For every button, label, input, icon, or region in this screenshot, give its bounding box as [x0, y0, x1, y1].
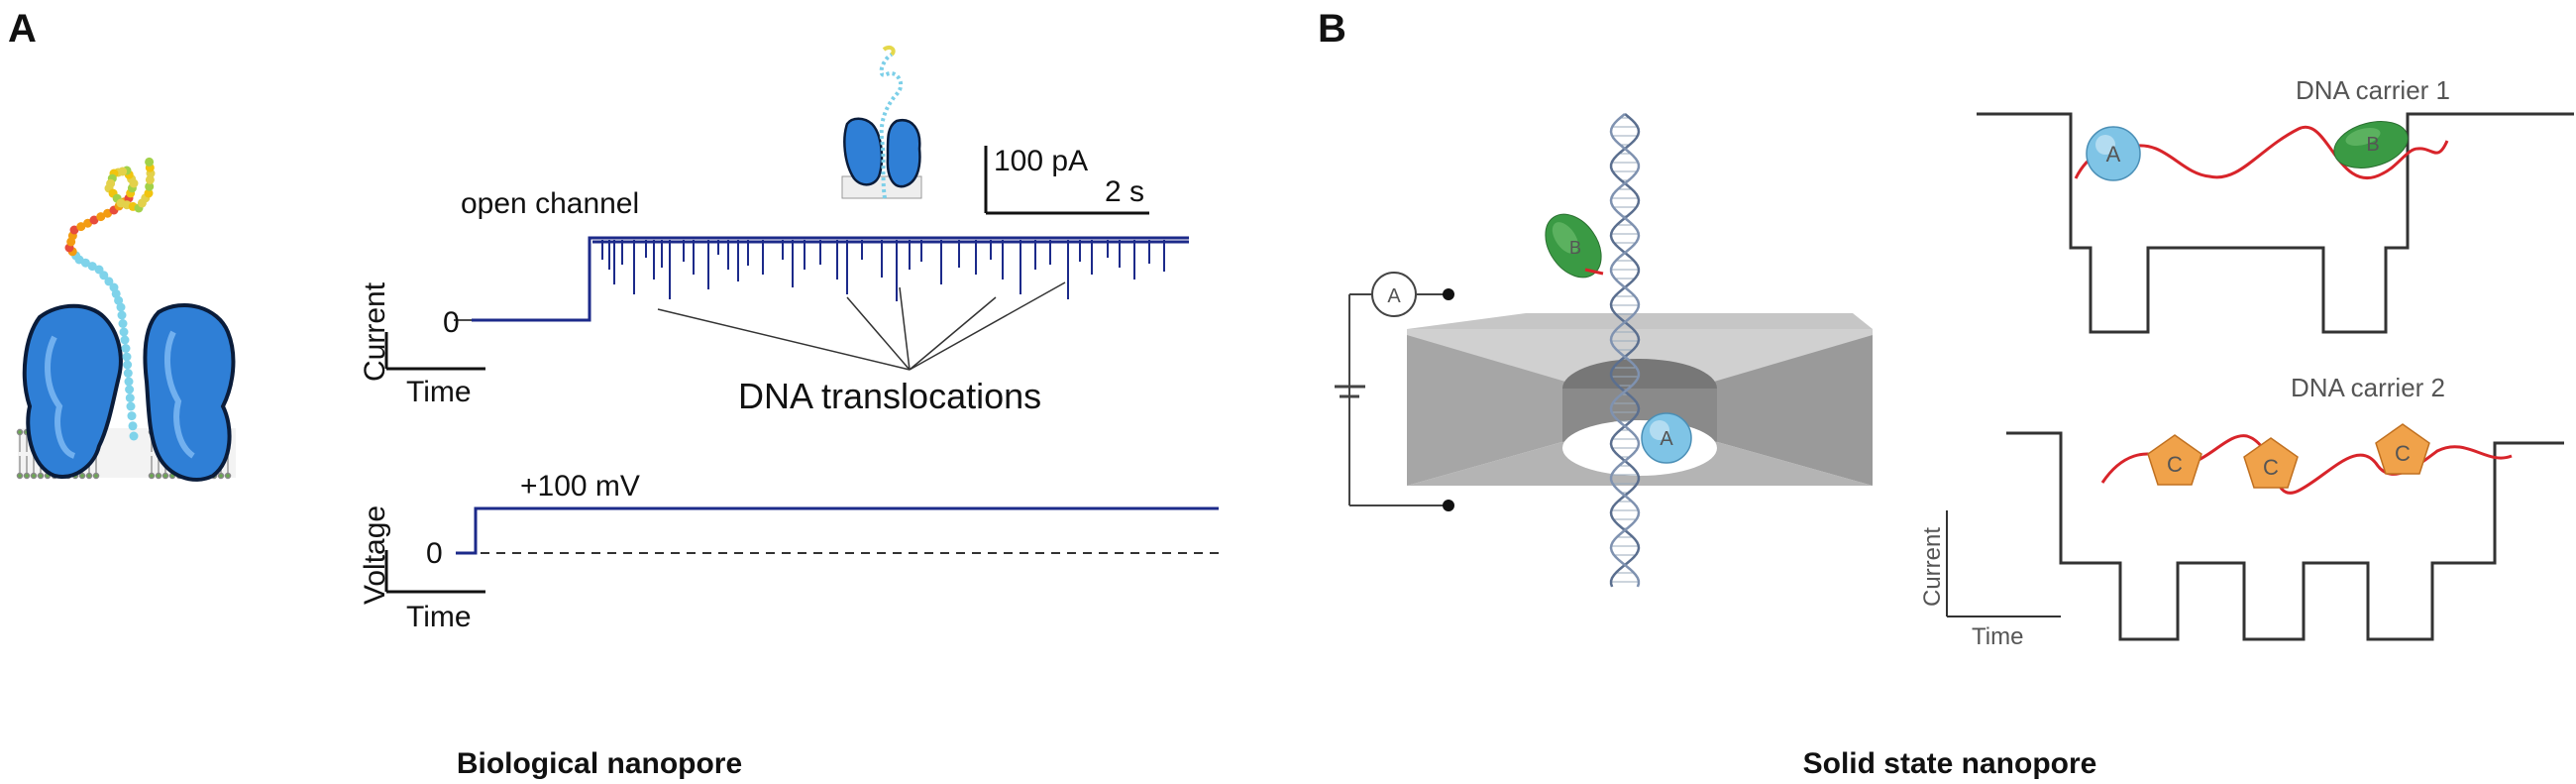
panel-a-letter: A — [8, 7, 37, 51]
panel-a-caption: Biological nanopore — [457, 747, 742, 780]
carrier2-label-c3: C — [2395, 441, 2411, 466]
dna-double-helix — [1609, 113, 1641, 588]
ammeter-symbol: A — [1387, 285, 1401, 307]
bead-a-label: A — [1660, 428, 1673, 450]
panel-b-time-axis-label: Time — [1972, 623, 2023, 650]
scale-time-label: 2 s — [1105, 175, 1144, 208]
carrier2-label-c1: C — [2167, 452, 2183, 477]
time-label-bottom: Time — [406, 601, 472, 633]
current-zero-label: 0 — [443, 306, 460, 339]
scale-current-label: 100 pA — [994, 145, 1088, 177]
dna-translocations-label: DNA translocations — [738, 376, 1041, 416]
carrier1-label-b: B — [2366, 134, 2379, 156]
current-trace-plot: open channel 0 Current Time DNA transloc… — [359, 187, 1189, 416]
biological-nanopore-illustration — [16, 157, 236, 482]
time-label-top: Time — [406, 376, 472, 408]
carrier1-current-trace — [1977, 112, 2574, 334]
panel-b-caption: Solid state nanopore — [1803, 747, 2097, 780]
scale-bar: 100 pA 2 s — [984, 145, 1149, 215]
carrier1-bead-b — [2333, 121, 2409, 168]
translocation-pointer-lines — [657, 281, 1066, 371]
carrier1-label-a: A — [2106, 142, 2121, 167]
panel-b-current-axis-label: Current — [1919, 527, 1946, 607]
panel-b-letter: B — [1318, 7, 1346, 51]
carrier2-current-trace — [2006, 431, 2564, 641]
carrier1-bead-a — [2086, 126, 2141, 181]
carrier2-bead-c1 — [2147, 434, 2202, 486]
panel-b-axis: Current Time — [1919, 510, 2061, 650]
bead-b-near-pore — [1545, 213, 1604, 279]
carrier2-bead-c2 — [2243, 437, 2299, 489]
small-nanopore-icon — [841, 45, 922, 199]
carrier1-title: DNA carrier 1 — [2296, 75, 2450, 105]
bead-b-label: B — [1569, 238, 1581, 258]
bead-a-near-pore — [1641, 412, 1692, 464]
voltage-axis-label: Voltage — [359, 505, 391, 605]
voltage-value-label: +100 mV — [520, 470, 640, 503]
carrier2-label-c2: C — [2263, 455, 2279, 480]
current-axis-label: Current — [359, 281, 391, 382]
dna-bead-strand — [64, 157, 156, 441]
carrier2-title: DNA carrier 2 — [2291, 373, 2445, 402]
carrier2-bead-c3 — [2375, 423, 2430, 475]
voltage-trace-plot: +100 mV 0 Voltage Time — [359, 470, 1219, 633]
open-channel-label: open channel — [461, 187, 639, 220]
circuit-schematic — [1335, 272, 1454, 511]
solid-state-membrane — [1407, 313, 1873, 486]
voltage-zero-label: 0 — [426, 537, 443, 570]
